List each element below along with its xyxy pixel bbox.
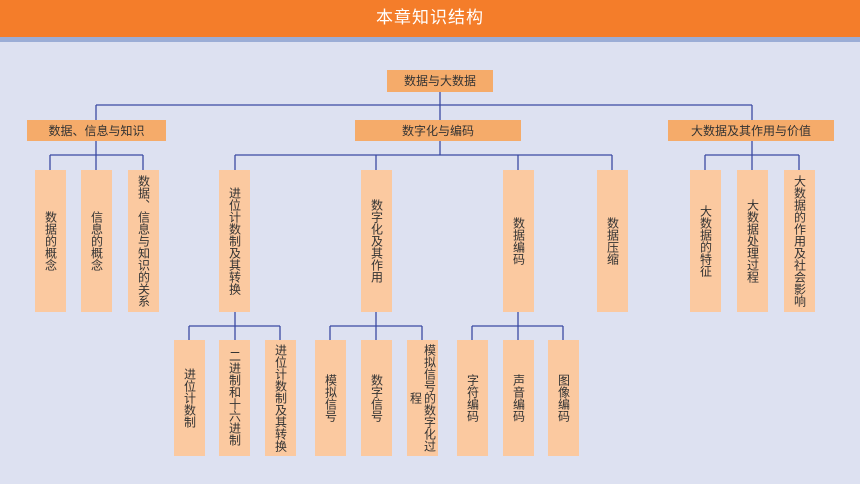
category-big-data: 大数据及其作用与价值 [668,120,834,141]
root-node: 数据与大数据 [387,70,493,92]
node-big-data-process: 大数据处理过程 [737,170,768,312]
node-sound-encoding: 声音编码 [503,340,534,456]
node-radix-system: 进位计数制 [174,340,205,456]
node-data-compression: 数据压缩 [597,170,628,312]
node-digital-signal: 数字信号 [361,340,392,456]
node-binary-hex: 二进制和十六进制 [219,340,250,456]
category-digitization: 数字化与编码 [355,120,521,141]
node-radix-system-conversion: 进位计数制及其转换 [265,340,296,456]
node-big-data-features: 大数据的特征 [690,170,721,312]
node-image-encoding: 图像编码 [548,340,579,456]
node-data-encoding: 数据编码 [503,170,534,312]
node-analog-signal: 模拟信号 [315,340,346,456]
node-character-encoding: 字符编码 [457,340,488,456]
node-data-concept: 数据的概念 [35,170,66,312]
node-data-info-knowledge-relation: 数据、信息与知识的关系 [128,170,159,312]
node-radix-conversion: 进位计数制及其转换 [219,170,250,312]
header-divider [0,37,860,42]
node-digitization-role: 数字化及其作用 [361,170,392,312]
node-big-data-impact: 大数据的作用及社会影响 [784,170,815,312]
page-title: 本章知识结构 [0,0,860,37]
node-info-concept: 信息的概念 [81,170,112,312]
node-analog-digitization-process: 模拟信号的数字化过程 [407,340,438,456]
category-data-info: 数据、信息与知识 [27,120,166,141]
